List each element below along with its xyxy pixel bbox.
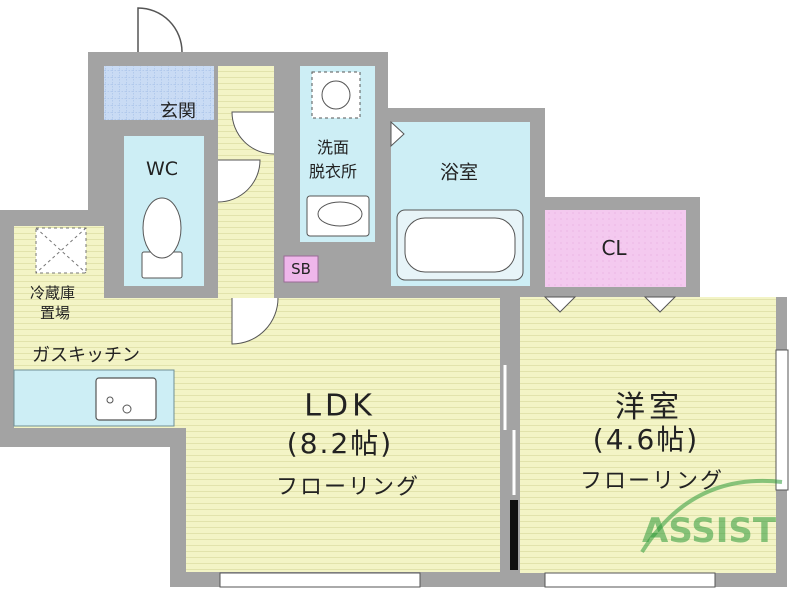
bathroom-label: 浴室 [439, 161, 479, 184]
ldk-size: (8.2帖) [286, 427, 394, 460]
ldk-door [231, 297, 279, 345]
wc-door [217, 159, 261, 203]
washroom-door [231, 111, 275, 155]
entrance-door [137, 7, 183, 53]
shoe-box [283, 255, 319, 283]
western-window [544, 572, 716, 588]
closet-room [545, 210, 686, 287]
washroom-label-line2: 脱衣所 [308, 162, 358, 181]
wc-label: WC [145, 158, 179, 180]
genkan-label: 玄関 [160, 101, 196, 122]
ldk-floor [14, 226, 500, 572]
side-window [775, 349, 789, 491]
sink [95, 377, 157, 421]
fridge-label-line1: 冷蔵庫 [30, 284, 76, 302]
closet-door-right [643, 296, 677, 313]
bathtub-inner [404, 217, 516, 273]
western-room-label: 洋室 [615, 390, 683, 425]
assist-logo: ASSIST [640, 478, 783, 554]
fridge-cross-2 [35, 227, 87, 274]
ldk-label: LDK [304, 388, 376, 424]
stove-knob [106, 396, 114, 404]
closet-label: CL [601, 236, 627, 260]
toilet-bowl [142, 197, 182, 259]
closet-door-left [543, 296, 577, 313]
kitchen-label: ガスキッチン [32, 345, 140, 366]
washer-drum [321, 80, 351, 110]
fridge-space [35, 227, 87, 274]
western-room-floor [520, 297, 776, 573]
ldk-floor-type: フローリング [275, 475, 421, 500]
shoe-box-label: SB [291, 260, 311, 278]
svg-text:ASSIST: ASSIST [642, 511, 777, 551]
sink-drain [122, 404, 132, 414]
partition-post [510, 500, 518, 570]
genkan-floor [104, 66, 214, 120]
western-room-size: (4.6帖) [592, 423, 700, 456]
washroom-label-line1: 洗面 [316, 138, 350, 157]
washing-machine [311, 71, 361, 119]
bath-door [390, 120, 405, 148]
wash-basin [306, 195, 370, 237]
fridge-cross-1 [35, 227, 87, 274]
western-room-floor-type: フローリング [579, 469, 725, 494]
basin-bowl [317, 201, 363, 227]
fridge-label-line2: 置場 [40, 304, 71, 322]
ldk-window [219, 572, 421, 588]
